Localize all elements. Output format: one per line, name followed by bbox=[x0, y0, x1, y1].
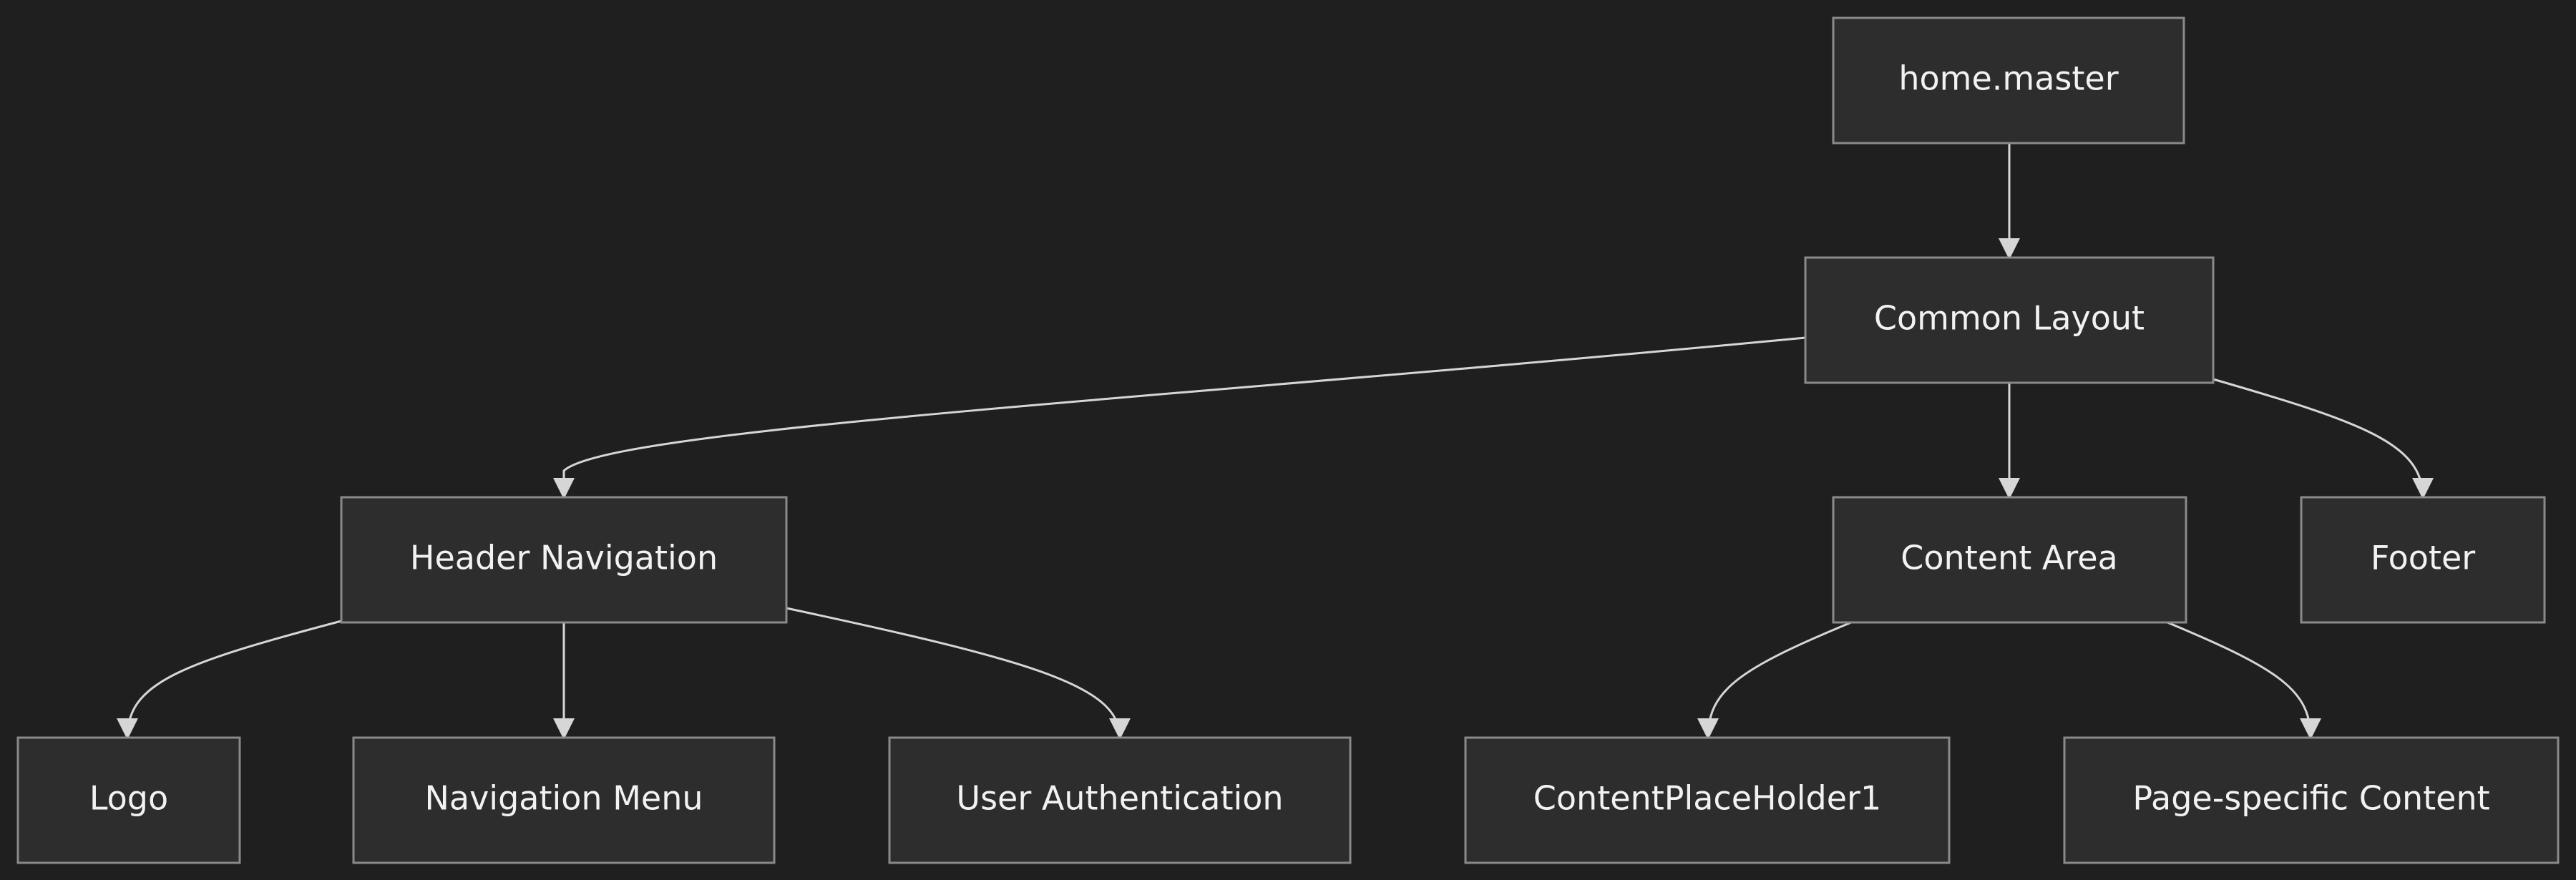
node-header-navigation-label: Header Navigation bbox=[410, 539, 718, 577]
node-content-area-label: Content Area bbox=[1901, 539, 2117, 577]
node-page-specific-content: Page-specific Content bbox=[2063, 736, 2560, 864]
node-footer: Footer bbox=[2300, 496, 2546, 624]
node-home-master: home.master bbox=[1832, 16, 2185, 145]
node-navigation-menu: Navigation Menu bbox=[352, 736, 776, 864]
node-footer-label: Footer bbox=[2371, 539, 2475, 577]
node-content-area: Content Area bbox=[1832, 496, 2187, 624]
edge-header-navigation-to-user-authentication bbox=[786, 607, 1131, 740]
edge-content-area-to-contentplaceholder1 bbox=[1697, 621, 1852, 740]
node-logo-label: Logo bbox=[89, 779, 168, 818]
node-logo: Logo bbox=[16, 736, 241, 864]
node-common-layout: Common Layout bbox=[1804, 256, 2215, 384]
node-contentplaceholder1-label: ContentPlaceHolder1 bbox=[1533, 779, 1881, 818]
edges bbox=[117, 143, 2434, 740]
node-home-master-label: home.master bbox=[1898, 59, 2118, 98]
edge-common-layout-to-header-navigation bbox=[553, 336, 1806, 499]
edge-content-area-to-page-specific-content bbox=[2167, 621, 2321, 740]
node-common-layout-label: Common Layout bbox=[1874, 299, 2145, 338]
edge-common-layout-to-footer bbox=[2212, 378, 2434, 499]
node-page-specific-content-label: Page-specific Content bbox=[2132, 779, 2489, 818]
node-navigation-menu-label: Navigation Menu bbox=[424, 779, 703, 818]
node-user-authentication: User Authentication bbox=[888, 736, 1352, 864]
node-header-navigation: Header Navigation bbox=[340, 496, 788, 624]
edge-header-navigation-to-logo bbox=[117, 620, 342, 740]
node-user-authentication-label: User Authentication bbox=[956, 779, 1283, 818]
node-contentplaceholder1: ContentPlaceHolder1 bbox=[1464, 736, 1951, 864]
